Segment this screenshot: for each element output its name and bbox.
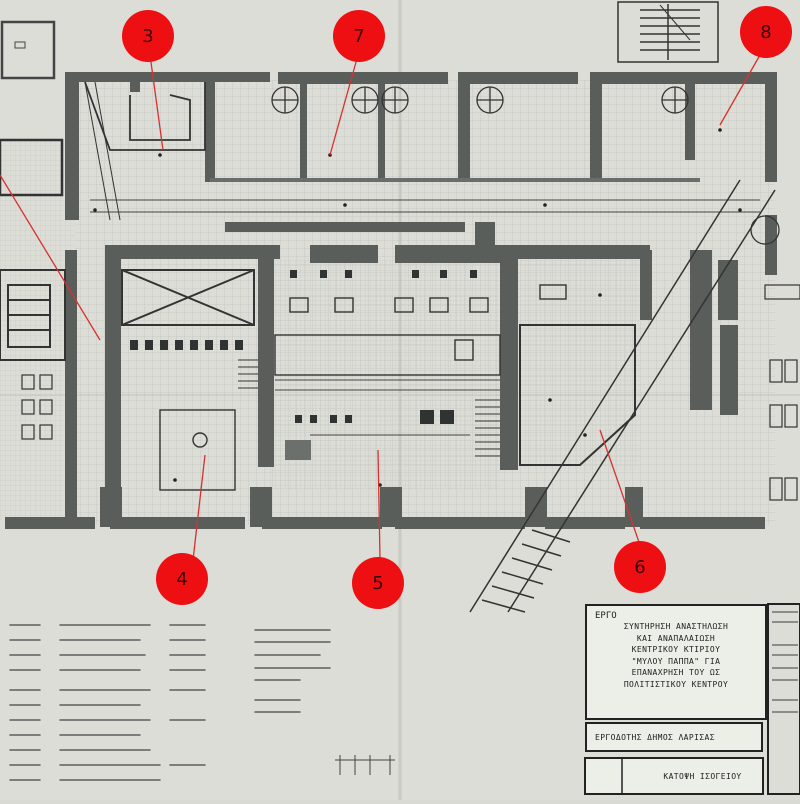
- spiral-stairs: [271, 86, 780, 245]
- void-crossed: [121, 269, 255, 326]
- project-title-line-4: "ΜΥΛΟΥ ΠΑΠΠΑ" ΓΙΑ: [631, 656, 721, 666]
- room-marker-4[interactable]: 4: [156, 553, 208, 605]
- room-6-outline: [519, 324, 636, 466]
- client-label: ΕΡΓΟΔΟΤΗΣ ΔΗΜΟΣ ΛΑΡΙΣΑΣ: [585, 722, 763, 752]
- legend-notes: [9, 624, 331, 781]
- project-title-line-5: ΕΠΑΝΑΧΡΗΣΗ ΤΟΥ ΩΣ: [631, 668, 721, 677]
- drawing-title: ΚΑΤΟΨΗ ΙΣΟΓΕΙΟΥ: [663, 771, 742, 781]
- exterior-walls: [5, 72, 777, 529]
- furniture: [130, 270, 477, 460]
- stair-steps: [238, 359, 500, 457]
- room-marker-3[interactable]: 3: [122, 10, 174, 62]
- left-stair-room: [0, 138, 66, 361]
- detail-square: [0, 20, 56, 80]
- room-marker-8-label: 8: [760, 21, 772, 43]
- right-edge-notes: [772, 611, 798, 713]
- level-marks: [93, 128, 742, 487]
- room-marker-7[interactable]: 7: [333, 10, 385, 62]
- room-marker-6-label: 6: [634, 556, 646, 578]
- central-walls: [105, 245, 738, 490]
- right-tables: [764, 284, 800, 501]
- room-marker-6[interactable]: 6: [614, 541, 666, 593]
- exterior-ramp: [469, 179, 776, 613]
- room-marker-7-label: 7: [353, 25, 365, 47]
- room-3-outline: [84, 81, 206, 221]
- project-title-block: ΕΡΓΟ ΣΥΝΤΗΡΗΣΗ ΑΝΑΣΤΗΛΩΣΗ ΚΑΙ ΑΝΑΠΑΛΑΙΩΣ…: [585, 604, 767, 720]
- room-marker-5[interactable]: 5: [352, 557, 404, 609]
- tables: [159, 284, 567, 491]
- room-marker-8[interactable]: 8: [740, 6, 792, 58]
- drawing-title-frame: [584, 757, 764, 795]
- room-partitions: [130, 72, 695, 182]
- project-heading: ΕΡΓΟ: [595, 611, 617, 621]
- marker-leaders: [0, 54, 761, 561]
- right-edge-frame: [767, 603, 800, 795]
- left-tables: [21, 374, 53, 440]
- project-title-line-3: ΚΕΝΤΡΙΚΟΥ ΚΤΙΡΙΟΥ: [631, 645, 721, 654]
- corridor: [90, 199, 760, 436]
- room-marker-5-label: 5: [372, 572, 384, 594]
- room-marker-4-label: 4: [176, 568, 188, 590]
- project-title-line-1: ΣΥΝΤΗΡΗΣΗ ΑΝΑΣΤΗΛΩΣΗ: [623, 622, 729, 631]
- dimension-ticks: [335, 755, 395, 775]
- stair-detail-top: [617, 1, 719, 63]
- project-title-line-6: ΠΟΛΙΤΙΣΤΙΚΟΥ ΚΕΝΤΡΟΥ: [623, 679, 729, 689]
- room-marker-3-label: 3: [142, 25, 154, 47]
- project-title-line-2: ΚΑΙ ΑΝΑΠΑΛΑΙΩΣΗ: [636, 633, 716, 643]
